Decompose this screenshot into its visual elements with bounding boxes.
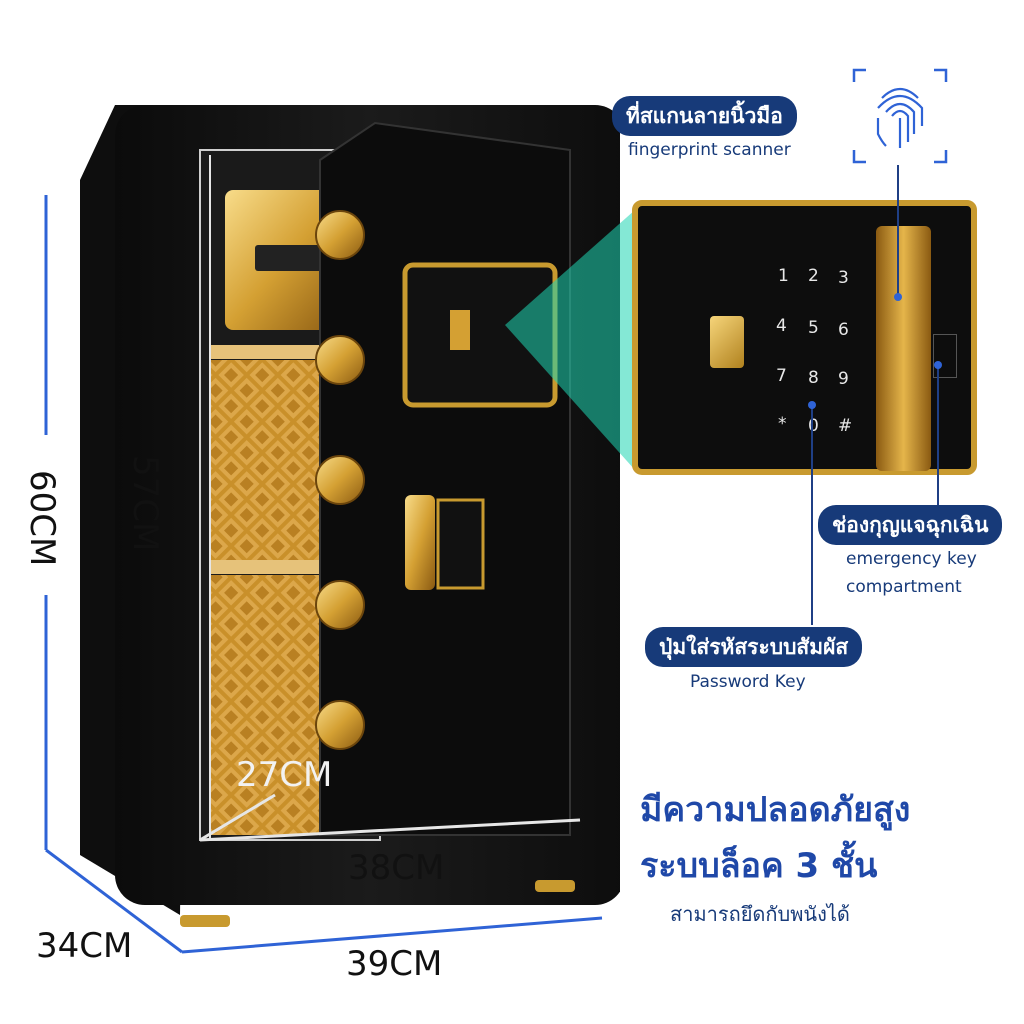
outer-width-label: 39CM xyxy=(346,944,443,984)
projection-beam xyxy=(505,210,635,470)
keypad-key-9[interactable]: 9 xyxy=(838,369,849,389)
keypad-key-star[interactable]: * xyxy=(778,414,787,434)
fingerprint-callout-subtitle: fingerprint scanner xyxy=(628,140,791,160)
inner-height-label: 57CM xyxy=(125,455,165,552)
keypad-key-2[interactable]: 2 xyxy=(808,266,819,286)
outer-height-label: 60CM xyxy=(22,470,62,567)
keypad-key-4[interactable]: 4 xyxy=(776,316,787,336)
emergency-key-callout-title: ช่องกุญแจฉุกเฉิน xyxy=(818,505,1003,545)
emergency-key-slot xyxy=(933,334,957,378)
tagline-line3: สามารถยึดกับพนังได้ xyxy=(670,902,850,926)
keypad-key-1[interactable]: 1 xyxy=(778,266,789,286)
tagline-line2: ระบบล็อค 3 ชั้น xyxy=(640,846,878,886)
inner-width-label: 38CM xyxy=(348,848,445,888)
keypad-key-8[interactable]: 8 xyxy=(808,368,819,388)
inner-depth-label: 27CM xyxy=(236,755,333,795)
safe-illustration xyxy=(80,105,620,927)
keypad-key-6[interactable]: 6 xyxy=(838,320,849,340)
fingerprint-module xyxy=(876,226,931,471)
password-key-callout-subtitle: Password Key xyxy=(690,672,806,692)
keypad-key-5[interactable]: 5 xyxy=(808,318,819,338)
keypad-key-7[interactable]: 7 xyxy=(776,366,787,386)
keypad-panel: 1 2 3 4 5 6 7 8 9 * 0 # xyxy=(632,200,977,475)
outer-depth-label: 34CM xyxy=(36,926,133,966)
fingerprint-icon xyxy=(852,68,948,164)
password-key-callout-title: ปุ่มใส่รหัสระบบสัมผัส xyxy=(645,627,863,667)
card-reader-icon xyxy=(710,316,744,368)
keypad-key-hash[interactable]: # xyxy=(838,416,853,436)
keypad-key-3[interactable]: 3 xyxy=(838,268,849,288)
keypad-key-0[interactable]: 0 xyxy=(808,416,819,436)
emergency-key-callout-subtitle-1: emergency key xyxy=(846,549,977,569)
emergency-key-callout-subtitle-2: compartment xyxy=(846,577,962,597)
fingerprint-callout-title: ที่สแกนลายนิ้วมือ xyxy=(612,96,797,136)
tagline-line1: มีความปลอดภัยสูง xyxy=(640,790,911,830)
